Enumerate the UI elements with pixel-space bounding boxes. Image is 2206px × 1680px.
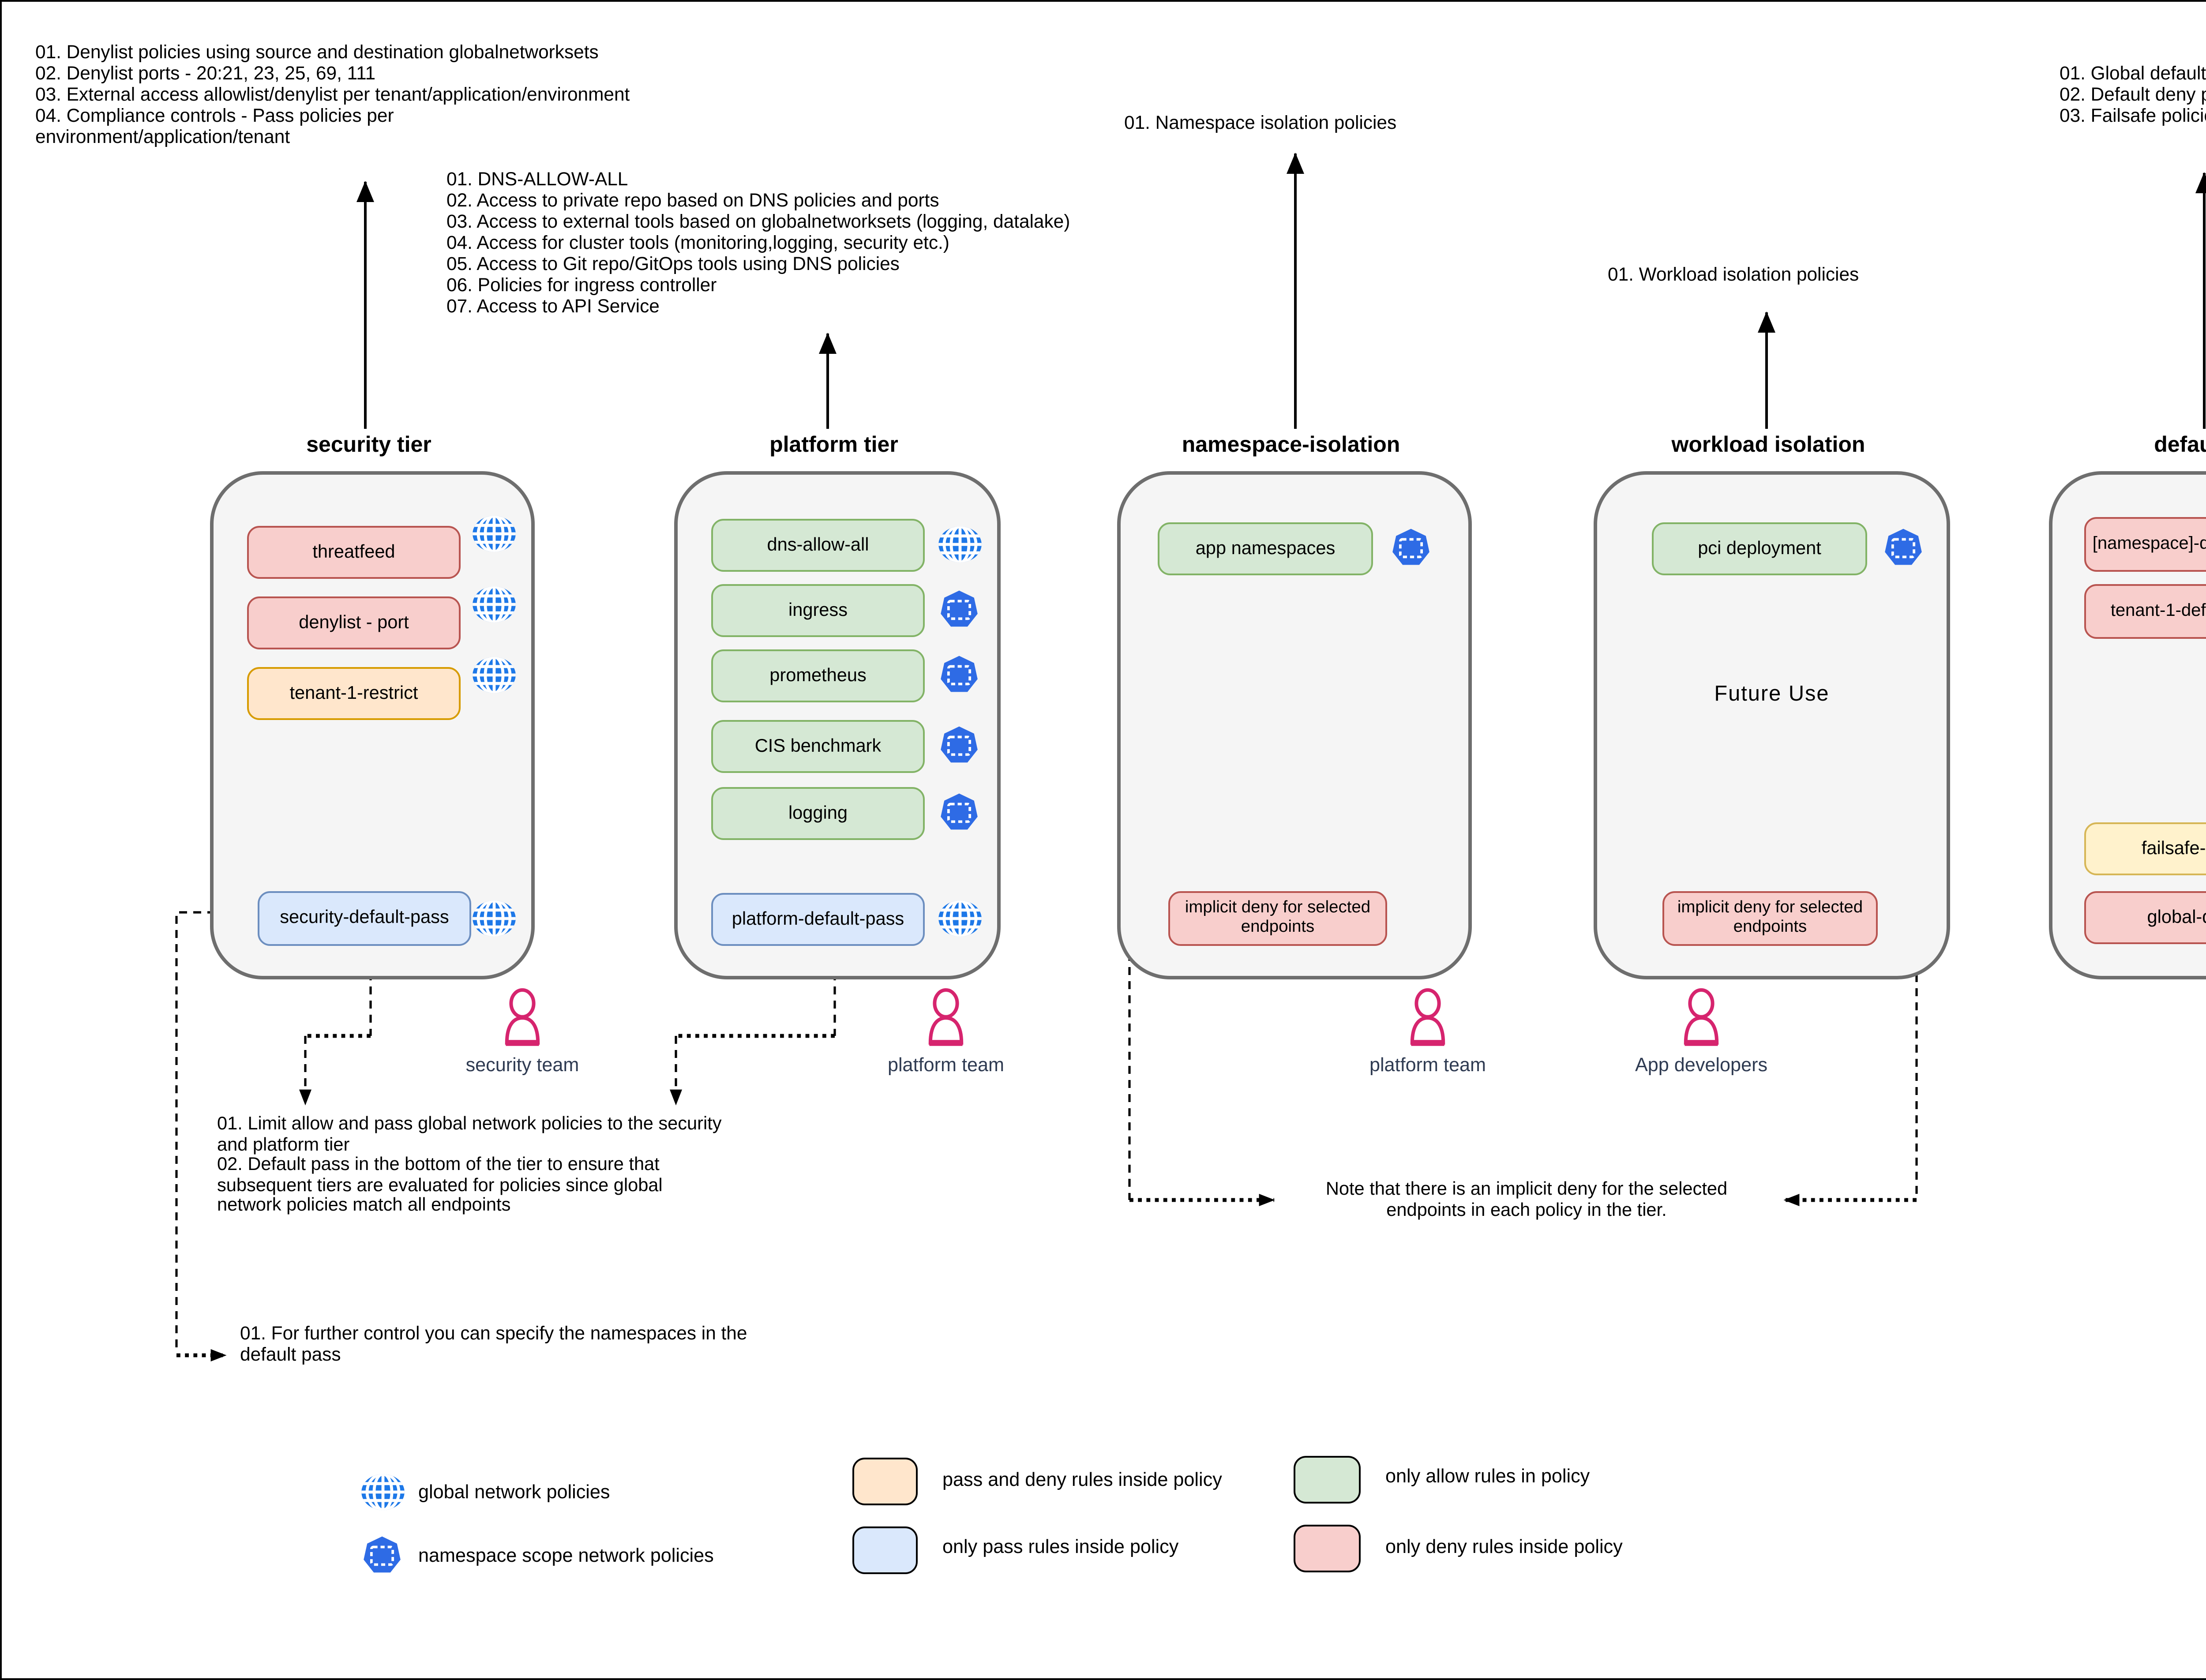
policy-tenant-1-restrict: tenant-1-restrict bbox=[247, 667, 461, 720]
default-tier-notes: 01. Global default deny 02. Default deny… bbox=[2060, 64, 2206, 127]
tier-title-platform: platform tier bbox=[769, 432, 898, 457]
security-tier-notes: 01. Denylist policies using source and d… bbox=[35, 42, 630, 148]
policy-namespace-default-deny: [namespace]-default-deny bbox=[2084, 517, 2206, 572]
namespace-isolation-note: 01. Namespace isolation policies bbox=[1124, 113, 1397, 134]
note-line: 02. Default deny per namespace bbox=[2060, 85, 2206, 106]
legend-swatch-only-allow bbox=[1294, 1456, 1361, 1504]
note-line: and platform tier bbox=[217, 1136, 350, 1155]
note-line: 02. Default pass in the bottom of the ti… bbox=[217, 1156, 660, 1176]
policy-app-namespaces: app namespaces bbox=[1158, 522, 1373, 575]
note-line: Note that there is an implicit deny for … bbox=[1325, 1181, 1728, 1200]
team-label-app-developers: App developers bbox=[1635, 1055, 1768, 1076]
note-line: 02. Access to private repo based on DNS … bbox=[446, 191, 939, 212]
policy-cis-benchmark: CIS benchmark bbox=[711, 720, 925, 773]
platform-tier-notes: 01. DNS-ALLOW-ALL 02. Access to private … bbox=[446, 169, 1070, 318]
global-network-policy-icon bbox=[937, 898, 983, 939]
global-network-policy-icon bbox=[471, 655, 517, 695]
policy-pci-deployment: pci deployment bbox=[1652, 522, 1867, 575]
legend-swatch-only-deny bbox=[1294, 1525, 1361, 1572]
team-label-platform-1: platform team bbox=[887, 1055, 1004, 1076]
workload-isolation-note: 01. Workload isolation policies bbox=[1608, 265, 1859, 286]
legend-namespace-policy-icon bbox=[362, 1535, 402, 1576]
policy-prometheus: prometheus bbox=[711, 649, 925, 702]
note-line: 05. Access to Git repo/GitOps tools usin… bbox=[446, 254, 900, 275]
policy-platform-default-pass: platform-default-pass bbox=[711, 893, 925, 946]
tier-title-default: default tier bbox=[2154, 432, 2206, 457]
legend-swatch-pass-deny bbox=[852, 1458, 918, 1505]
legend-swatch-only-pass bbox=[852, 1526, 918, 1574]
note-line: endpoints in each policy in the tier. bbox=[1386, 1201, 1667, 1221]
legend-label-only-pass: only pass rules inside policy bbox=[942, 1537, 1179, 1558]
person-icon bbox=[501, 988, 544, 1048]
team-label-security-1: security team bbox=[465, 1055, 579, 1076]
namespace-policy-icon bbox=[939, 725, 979, 766]
note-line: network policies match all endpoints bbox=[217, 1197, 511, 1217]
note-line: subsequent tiers are evaluated for polic… bbox=[217, 1177, 663, 1196]
person-icon bbox=[1407, 988, 1449, 1048]
legend-global-network-policy-icon bbox=[360, 1472, 406, 1512]
policy-threatfeed: threatfeed bbox=[247, 526, 461, 579]
policy-dns-allow-all: dns-allow-all bbox=[711, 519, 925, 572]
namespace-policy-icon bbox=[939, 655, 979, 695]
note-line: 03. Failsafe policies bbox=[2060, 106, 2206, 127]
namespace-policy-icon bbox=[939, 589, 979, 630]
policy-implicit-deny-workload: implicit deny for selected endpoints bbox=[1662, 891, 1878, 946]
tier-title-security: security tier bbox=[306, 432, 431, 457]
policy-failsafe-allow: failsafe-allow bbox=[2084, 822, 2206, 875]
policy-security-default-pass: security-default-pass bbox=[258, 891, 471, 946]
policy-denylist-port: denylist - port bbox=[247, 596, 461, 649]
note-line: 03. Access to external tools based on gl… bbox=[446, 212, 1070, 233]
person-icon bbox=[1680, 988, 1722, 1048]
namespace-policy-icon bbox=[939, 792, 979, 833]
note-line: 01. Limit allow and pass global network … bbox=[217, 1115, 722, 1135]
note-line: 06. Policies for ingress controller bbox=[446, 275, 717, 296]
tier-title-workload-isolation: workload isolation bbox=[1671, 432, 1865, 457]
tier-security: threatfeed denylist - port tenant-1-rest… bbox=[210, 471, 535, 979]
note-line: 01. For further control you can specify … bbox=[240, 1324, 747, 1345]
legend-label-only-deny: only deny rules inside policy bbox=[1385, 1537, 1623, 1558]
tier-title-namespace-isolation: namespace-isolation bbox=[1182, 432, 1400, 457]
note-line: 04. Compliance controls - Pass policies … bbox=[35, 106, 394, 127]
legend-label-only-allow: only allow rules in policy bbox=[1385, 1466, 1590, 1488]
note-line: 01. Denylist policies using source and d… bbox=[35, 42, 599, 64]
policy-logging: logging bbox=[711, 787, 925, 840]
policy-tenant-1-default-deny: tenant-1-default-deny bbox=[2084, 584, 2206, 639]
namespace-policy-icon bbox=[1883, 528, 1924, 568]
future-use-label: Future Use bbox=[1714, 681, 1830, 706]
global-network-policy-icon bbox=[471, 584, 517, 625]
note-line: 03. External access allowlist/denylist p… bbox=[35, 85, 630, 106]
note-line: 01. DNS-ALLOW-ALL bbox=[446, 169, 628, 191]
note-line: 07. Access to API Service bbox=[446, 296, 660, 318]
note-line: default pass bbox=[240, 1345, 341, 1366]
legend-label-global: global network policies bbox=[418, 1482, 610, 1504]
legend-label-pass-deny: pass and deny rules inside policy bbox=[942, 1470, 1222, 1491]
tier-platform: dns-allow-all ingress prometheus CIS ben… bbox=[674, 471, 1001, 979]
global-network-policy-icon bbox=[937, 524, 983, 565]
further-control-note: 01. For further control you can specify … bbox=[240, 1324, 747, 1366]
implicit-deny-note: Note that there is an implicit deny for … bbox=[1279, 1181, 1774, 1222]
policy-implicit-deny-namespace: implicit deny for selected endpoints bbox=[1168, 891, 1387, 946]
note-line: 04. Access for cluster tools (monitoring… bbox=[446, 233, 949, 254]
namespace-policy-icon bbox=[1391, 528, 1431, 568]
policy-ingress: ingress bbox=[711, 584, 925, 637]
global-network-policy-icon bbox=[471, 898, 517, 939]
policy-global-deny: global-deny bbox=[2084, 891, 2206, 944]
team-label-platform-2: platform team bbox=[1369, 1055, 1486, 1076]
note-line: environment/application/tenant bbox=[35, 127, 290, 148]
legend-label-namespace: namespace scope network policies bbox=[418, 1546, 714, 1567]
global-network-policy-icon bbox=[471, 514, 517, 554]
person-icon bbox=[925, 988, 967, 1048]
tier-namespace-isolation: app namespaces implicit deny for selecte… bbox=[1117, 471, 1472, 979]
note-line: 02. Denylist ports - 20:21, 23, 25, 69, … bbox=[35, 64, 376, 85]
limit-pass-note: 01. Limit allow and pass global network … bbox=[217, 1115, 722, 1218]
note-line: 01. Global default deny bbox=[2060, 64, 2206, 85]
tier-workload-isolation: pci deployment Future Use implicit deny … bbox=[1594, 471, 1950, 979]
tier-default: [namespace]-default-deny tenant-1-defaul… bbox=[2049, 471, 2206, 979]
